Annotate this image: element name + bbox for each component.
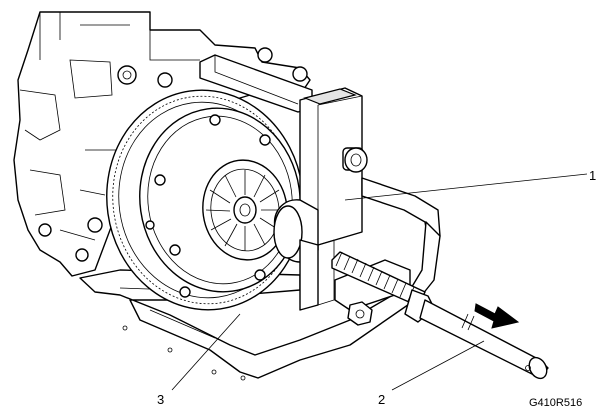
pull-direction-arrow: [474, 303, 520, 329]
clutch-disc: [202, 159, 288, 261]
lower-bracket: [299, 239, 335, 311]
threaded-spindle: [331, 251, 549, 380]
slide-bracket: [299, 87, 368, 246]
leader-line-3: [171, 313, 241, 391]
leader-line-1: [344, 173, 588, 201]
base-nut: [347, 301, 373, 326]
callout-2: 2: [378, 392, 385, 407]
callout-3: 3: [157, 392, 164, 407]
leader-line-2: [391, 340, 485, 391]
figure-code: G410R516: [529, 397, 582, 409]
callout-1: 1: [589, 168, 596, 183]
